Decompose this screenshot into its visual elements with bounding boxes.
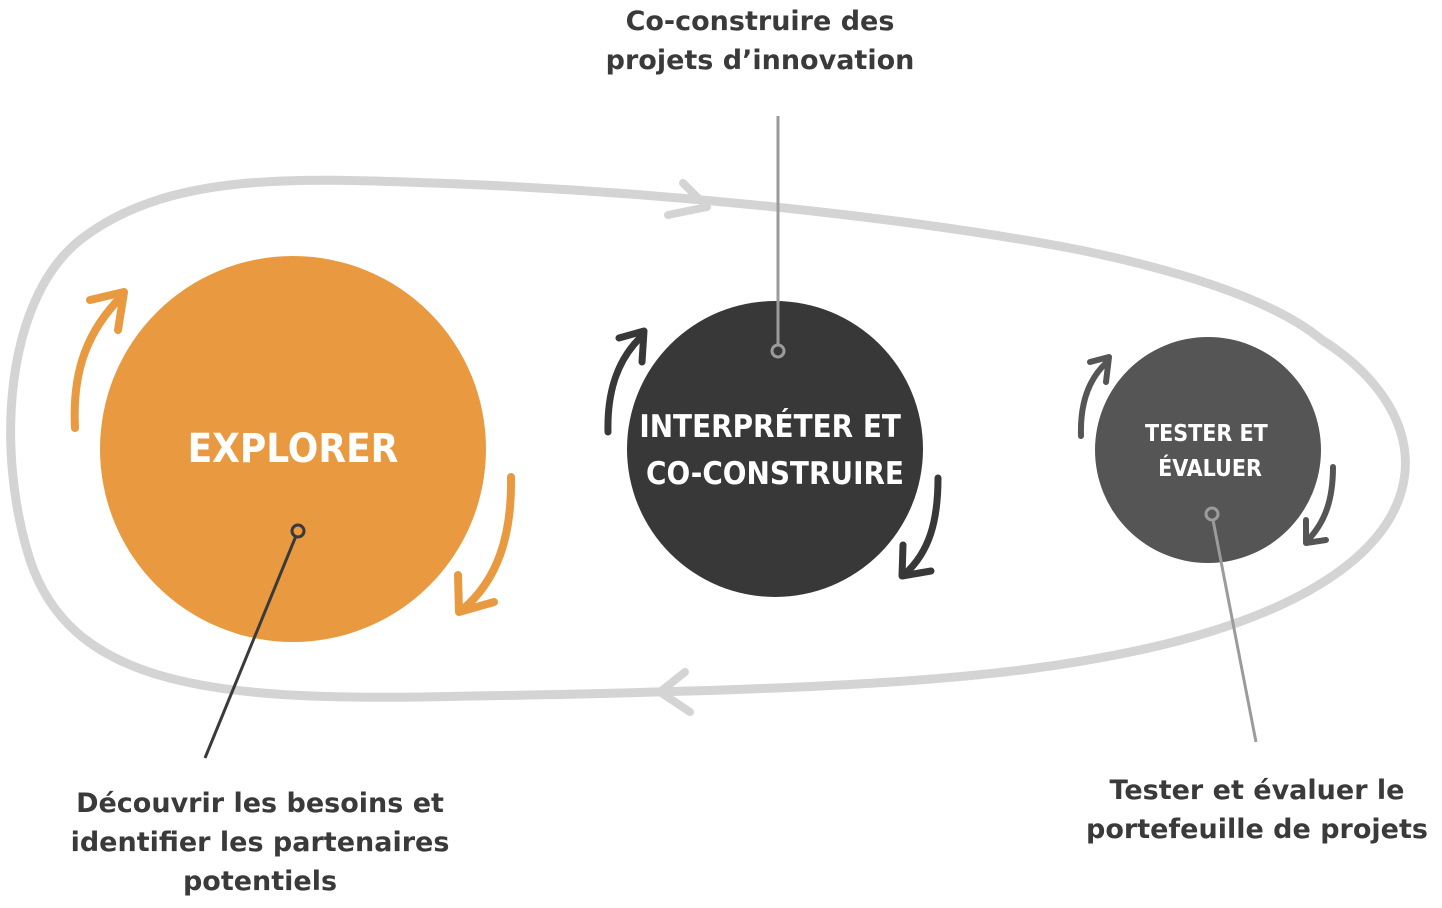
explorer-leader-line bbox=[203, 530, 300, 759]
tester-circle bbox=[1095, 337, 1321, 563]
explorer-title: EXPLORER bbox=[188, 426, 399, 472]
interpreter-title-line-2: CO-CONSTRUIRE bbox=[646, 456, 904, 492]
stage-interpreter: INTERPRÉTER ET CO-CONSTRUIRE bbox=[604, 116, 942, 597]
outer-cycle-loop bbox=[6, 175, 1410, 702]
loop-arrowhead-right bbox=[664, 179, 711, 219]
explorer-rotation-arrowhead-down bbox=[454, 571, 498, 616]
explorer-caption-line-2: identifier les partenaires bbox=[70, 827, 450, 858]
tester-caption: Tester et évaluer le portefeuille de pro… bbox=[1082, 771, 1432, 849]
tester-rotation-arrowhead-down bbox=[1303, 517, 1329, 546]
stage-tester: TESTER ET ÉVALUER bbox=[1077, 337, 1336, 743]
explorer-caption: Découvrir les besoins et identifier les … bbox=[50, 784, 470, 901]
interpreter-caption: Co-construire des projets d’innovation bbox=[560, 2, 960, 80]
interpreter-circle bbox=[627, 301, 923, 597]
explorer-rotation-arrowhead-up bbox=[86, 288, 128, 334]
interpreter-rotation-arrow-up bbox=[604, 331, 647, 436]
stage-explorer: EXPLORER bbox=[70, 256, 516, 759]
explorer-caption-line-3: potentiels bbox=[182, 866, 338, 897]
interpreter-rotation-arrow-down bbox=[901, 474, 942, 578]
interpreter-caption-line-2: projets d’innovation bbox=[605, 45, 915, 76]
interpreter-title-line-1: INTERPRÉTER ET bbox=[639, 409, 901, 445]
interpreter-rotation-arrowhead-down bbox=[898, 541, 935, 580]
interpreter-leader-dot bbox=[770, 343, 786, 359]
tester-leader-line bbox=[1211, 519, 1258, 743]
tester-caption-line-2: portefeuille de projets bbox=[1086, 814, 1428, 845]
tester-title: TESTER ET ÉVALUER bbox=[1145, 421, 1275, 482]
explorer-leader-dot bbox=[290, 523, 306, 539]
tester-leader-dot bbox=[1204, 506, 1220, 522]
tester-rotation-arrow-down bbox=[1305, 464, 1336, 543]
explorer-caption-line-1: Découvrir les besoins et bbox=[76, 788, 444, 819]
tester-title-line-2: ÉVALUER bbox=[1158, 454, 1262, 482]
explorer-rotation-arrow-down bbox=[458, 473, 516, 614]
tester-rotation-arrow-up bbox=[1077, 360, 1109, 439]
tester-caption-line-1: Tester et évaluer le bbox=[1109, 775, 1405, 806]
explorer-rotation-arrow-up bbox=[70, 292, 126, 432]
loop-arrowhead-left bbox=[656, 668, 694, 716]
interpreter-rotation-arrowhead-up bbox=[615, 327, 648, 366]
explorer-title-line-1: EXPLORER bbox=[188, 426, 399, 472]
tester-rotation-arrowhead-up bbox=[1087, 354, 1112, 385]
tester-title-line-1: TESTER ET bbox=[1145, 421, 1268, 447]
interpreter-title: INTERPRÉTER ET CO-CONSTRUIRE bbox=[639, 409, 910, 492]
interpreter-caption-line-1: Co-construire des bbox=[625, 6, 895, 37]
explorer-circle bbox=[100, 256, 486, 642]
